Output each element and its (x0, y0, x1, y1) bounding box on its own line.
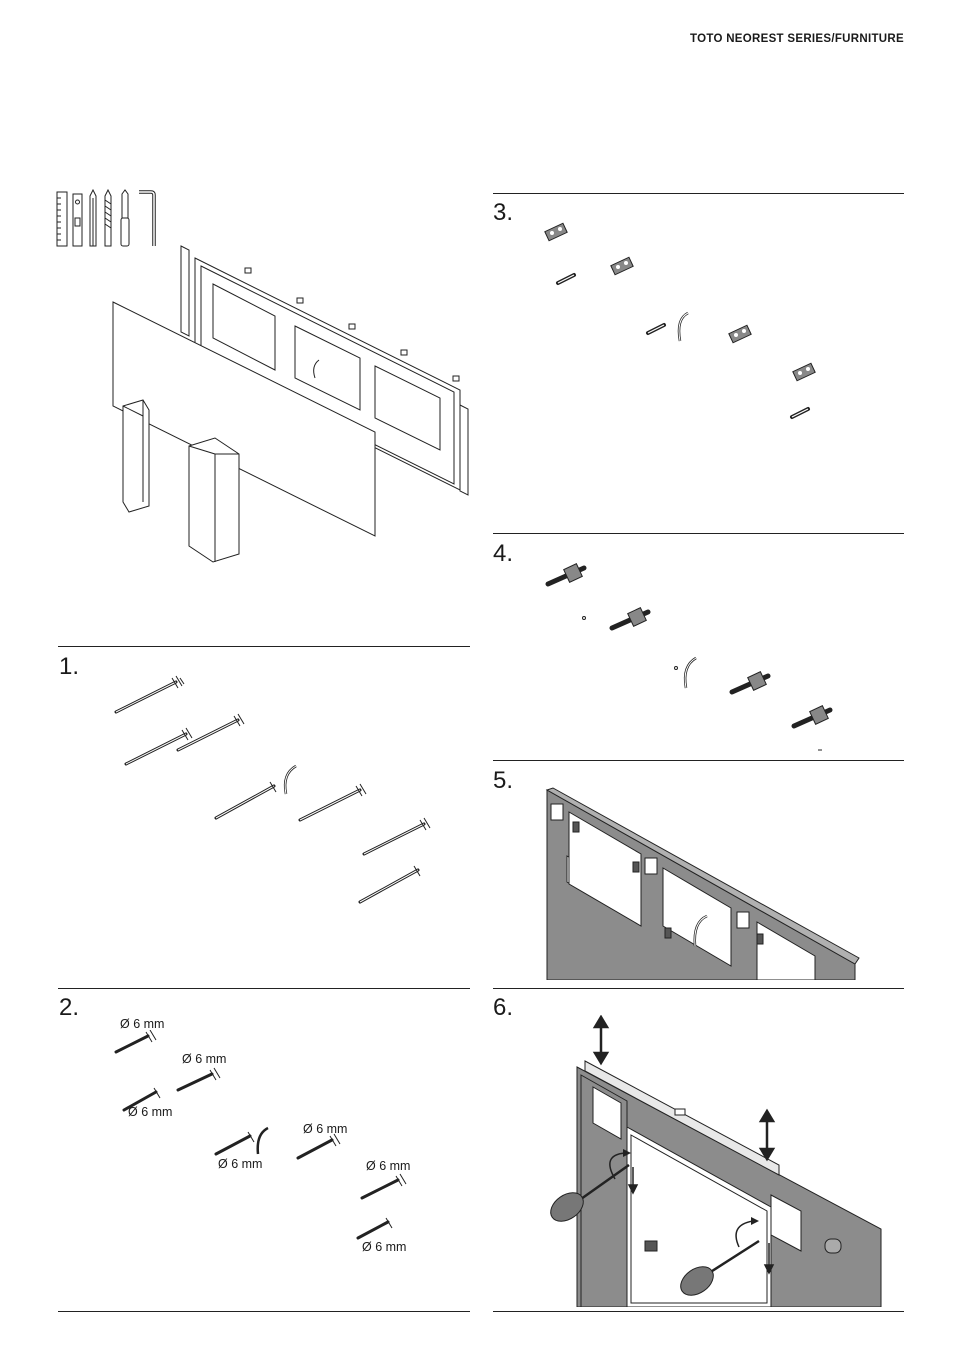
step-4-brackets-illustration (540, 560, 840, 755)
section-divider (493, 988, 904, 989)
drill-bit-icon (104, 188, 112, 247)
dimension-label: Ø 6 mm (362, 1240, 407, 1254)
step-4-number: 4. (493, 540, 514, 567)
exploded-assembly-illustration (105, 240, 485, 570)
step-5-number: 5. (493, 767, 514, 794)
allen-key-icon (139, 190, 156, 246)
bracket-part (610, 256, 634, 276)
ruler-icon (72, 193, 83, 247)
section-divider (493, 193, 904, 194)
pencil-icon (89, 188, 97, 247)
section-divider (58, 1311, 470, 1312)
step-3-brackets-illustration (540, 215, 830, 435)
dimension-label: Ø 6 mm (120, 1017, 165, 1031)
section-divider (58, 988, 470, 989)
level-icon (56, 191, 68, 247)
anchor-part (556, 273, 810, 419)
bracket-part (792, 362, 816, 382)
dimension-label: Ø 6 mm (182, 1052, 227, 1066)
screwdriver-icon (120, 189, 130, 247)
step-2-number: 2. (59, 994, 80, 1021)
bracket-with-anchor (791, 705, 833, 729)
section-divider (493, 533, 904, 534)
bracket-with-anchor (545, 563, 587, 587)
dimension-label: Ø 6 mm (303, 1122, 348, 1136)
document-header: TOTO NEOREST SERIES/FURNITURE (689, 33, 904, 45)
section-divider (58, 646, 470, 647)
bracket-part (544, 222, 568, 242)
dimension-label: Ø 6 mm (218, 1157, 263, 1171)
step-1-rods-illustration (108, 670, 438, 910)
section-divider (493, 1311, 904, 1312)
bracket-with-anchor (609, 607, 651, 631)
step-6-number: 6. (493, 994, 514, 1021)
step-3-number: 3. (493, 199, 514, 226)
step-5-frame-illustration (545, 786, 860, 980)
screwdriver-icon (550, 1163, 630, 1222)
dimension-label: Ø 6 mm (366, 1159, 411, 1173)
section-divider (493, 760, 904, 761)
bracket-with-anchor (729, 671, 771, 695)
bracket-part (728, 324, 752, 344)
adjust-arrow-icon (592, 1015, 776, 1162)
tools-illustration (55, 188, 165, 250)
screwdriver-icon (680, 1239, 760, 1296)
step-1-number: 1. (59, 653, 80, 680)
step-6-levelling-illustration (545, 1015, 885, 1307)
dimension-label: Ø 6 mm (128, 1105, 173, 1119)
step-2-rods-illustration (108, 1030, 418, 1250)
